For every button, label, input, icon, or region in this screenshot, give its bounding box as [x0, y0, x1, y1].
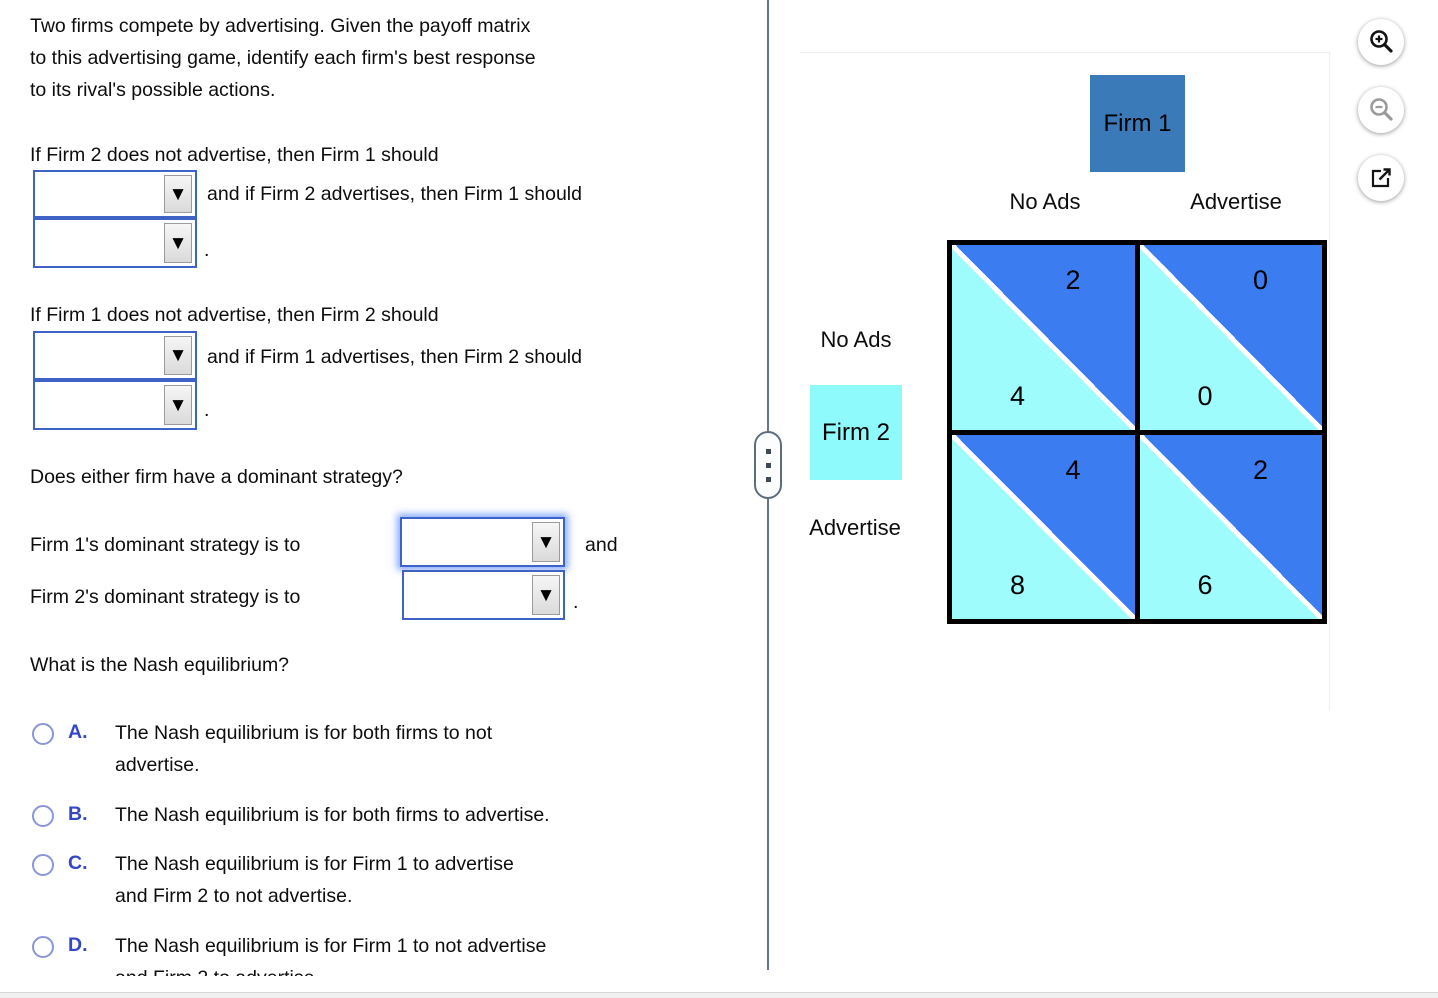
- col-header-advertise: Advertise: [1190, 189, 1282, 214]
- firm1-payoff: 4: [1065, 454, 1081, 485]
- dropdown-button[interactable]: ▼: [532, 522, 560, 562]
- q1-firm1-noads-dropdown[interactable]: ▼: [33, 170, 197, 218]
- firm1-label-box: Firm 1: [1090, 75, 1185, 172]
- row-header-advertise: Advertise: [809, 515, 901, 540]
- row-header-no-ads: No Ads: [820, 327, 892, 352]
- zoom-out-button[interactable]: [1358, 87, 1404, 133]
- firm2-payoff: 8: [1010, 570, 1026, 600]
- option-c-line1: The Nash equilibrium is for Firm 1 to ad…: [115, 853, 514, 875]
- dominant-question: Does either firm have a dominant strateg…: [30, 466, 403, 488]
- divider-dot: [765, 462, 771, 468]
- option-a-line2: advertise.: [115, 754, 200, 776]
- radio-option-c[interactable]: [32, 854, 54, 876]
- nash-question: What is the Nash equilibrium?: [30, 654, 290, 676]
- dropdown-button[interactable]: ▼: [164, 336, 192, 375]
- firm1-dominant-label: Firm 1's dominant strategy is to: [30, 534, 301, 556]
- radio-option-d[interactable]: [32, 936, 54, 958]
- payoff-matrix: 2 4 0 0 4 8 2 6: [947, 240, 1327, 624]
- q2-firm2-noads-dropdown[interactable]: ▼: [33, 331, 197, 380]
- col-header-no-ads: No Ads: [1009, 189, 1081, 214]
- radio-option-a[interactable]: [32, 723, 54, 745]
- open-external-icon: [1371, 168, 1391, 188]
- firm2-payoff: 0: [1197, 380, 1213, 411]
- zoom-out-icon: [1370, 98, 1393, 121]
- option-a-line1: The Nash equilibrium is for both firms t…: [115, 722, 493, 744]
- firm2-label: Firm 2: [822, 418, 890, 446]
- figure-card-top-edge: [800, 52, 1329, 53]
- q2-mid-text: and if Firm 1 advertises, then Firm 2 sh…: [207, 346, 582, 368]
- option-a-letter: A.: [68, 721, 88, 743]
- radio-option-b[interactable]: [32, 805, 54, 827]
- q1-period: .: [204, 239, 210, 261]
- firm2-payoff: 4: [1010, 380, 1026, 411]
- option-c-line2: and Firm 2 to not advertise.: [115, 885, 353, 907]
- dropdown-arrow-icon: ▼: [536, 584, 556, 606]
- option-b-line1: The Nash equilibrium is for both firms t…: [115, 804, 550, 826]
- dropdown-arrow-icon: ▼: [168, 183, 188, 205]
- open-external-button[interactable]: [1358, 155, 1404, 201]
- zoom-in-icon: [1370, 30, 1393, 53]
- dropdown-button[interactable]: ▼: [164, 385, 192, 425]
- bottom-bar: [0, 992, 1438, 998]
- matrix-cell-advertise-advertise: 2 6: [1139, 434, 1322, 619]
- divider-dot: [765, 448, 771, 454]
- q1-prompt: If Firm 2 does not advertise, then Firm …: [30, 144, 439, 166]
- q2-prompt: If Firm 1 does not advertise, then Firm …: [30, 304, 439, 326]
- q2-period: .: [204, 399, 210, 421]
- firm2-label-box: Firm 2: [810, 385, 902, 480]
- question-pane: Two firms compete by advertising. Given …: [30, 14, 618, 976]
- dropdown-arrow-icon: ▼: [168, 232, 188, 254]
- option-d-line1: The Nash equilibrium is for Firm 1 to no…: [115, 935, 547, 957]
- intro-line-3: to its rival's possible actions.: [30, 79, 276, 101]
- firm2-dominant-dropdown[interactable]: ▼: [402, 570, 565, 620]
- divider-dot: [765, 476, 771, 482]
- firm2-payoff: 6: [1197, 570, 1213, 600]
- dropdown-arrow-icon: ▼: [168, 345, 188, 366]
- question-intro: Two firms compete by advertising. Given …: [30, 14, 536, 110]
- firm1-payoff: 2: [1065, 265, 1081, 295]
- option-c-letter: C.: [68, 852, 88, 874]
- intro-line-1: Two firms compete by advertising. Given …: [30, 15, 531, 37]
- firm1-dominant-dropdown[interactable]: ▼: [400, 517, 565, 567]
- firm2-dominant-label: Firm 2's dominant strategy is to: [30, 586, 301, 608]
- q1-firm1-ads-dropdown[interactable]: ▼: [33, 218, 197, 268]
- firm1-label: Firm 1: [1103, 109, 1172, 137]
- q1-mid-text: and if Firm 2 advertises, then Firm 1 sh…: [207, 183, 582, 205]
- option-b-letter: B.: [68, 803, 88, 825]
- dropdown-button[interactable]: ▼: [532, 575, 560, 615]
- dropdown-arrow-icon: ▼: [536, 531, 556, 553]
- zoom-in-button[interactable]: [1358, 19, 1404, 65]
- option-d-line2: and Firm 2 to advertise.: [115, 966, 320, 976]
- matrix-cell-advertise-noads: 4 8: [952, 434, 1135, 619]
- matrix-cell-noads-advertise: 0 0: [1139, 245, 1322, 430]
- figure-card-right-edge: [1329, 52, 1330, 710]
- firm1-dominant-suffix: and: [585, 534, 618, 556]
- firm1-payoff: 2: [1252, 454, 1268, 485]
- dropdown-button[interactable]: ▼: [164, 223, 192, 263]
- firm1-payoff: 0: [1252, 265, 1268, 295]
- dropdown-button[interactable]: ▼: [164, 175, 192, 213]
- pane-divider-handle[interactable]: [754, 431, 782, 499]
- intro-line-2: to this advertising game, identify each …: [30, 47, 536, 69]
- matrix-cell-noads-noads: 2 4: [952, 245, 1135, 430]
- option-d-letter: D.: [68, 934, 88, 956]
- dropdown-arrow-icon: ▼: [168, 394, 188, 416]
- firm2-dominant-suffix: .: [573, 591, 579, 613]
- q2-firm2-ads-dropdown[interactable]: ▼: [33, 380, 197, 430]
